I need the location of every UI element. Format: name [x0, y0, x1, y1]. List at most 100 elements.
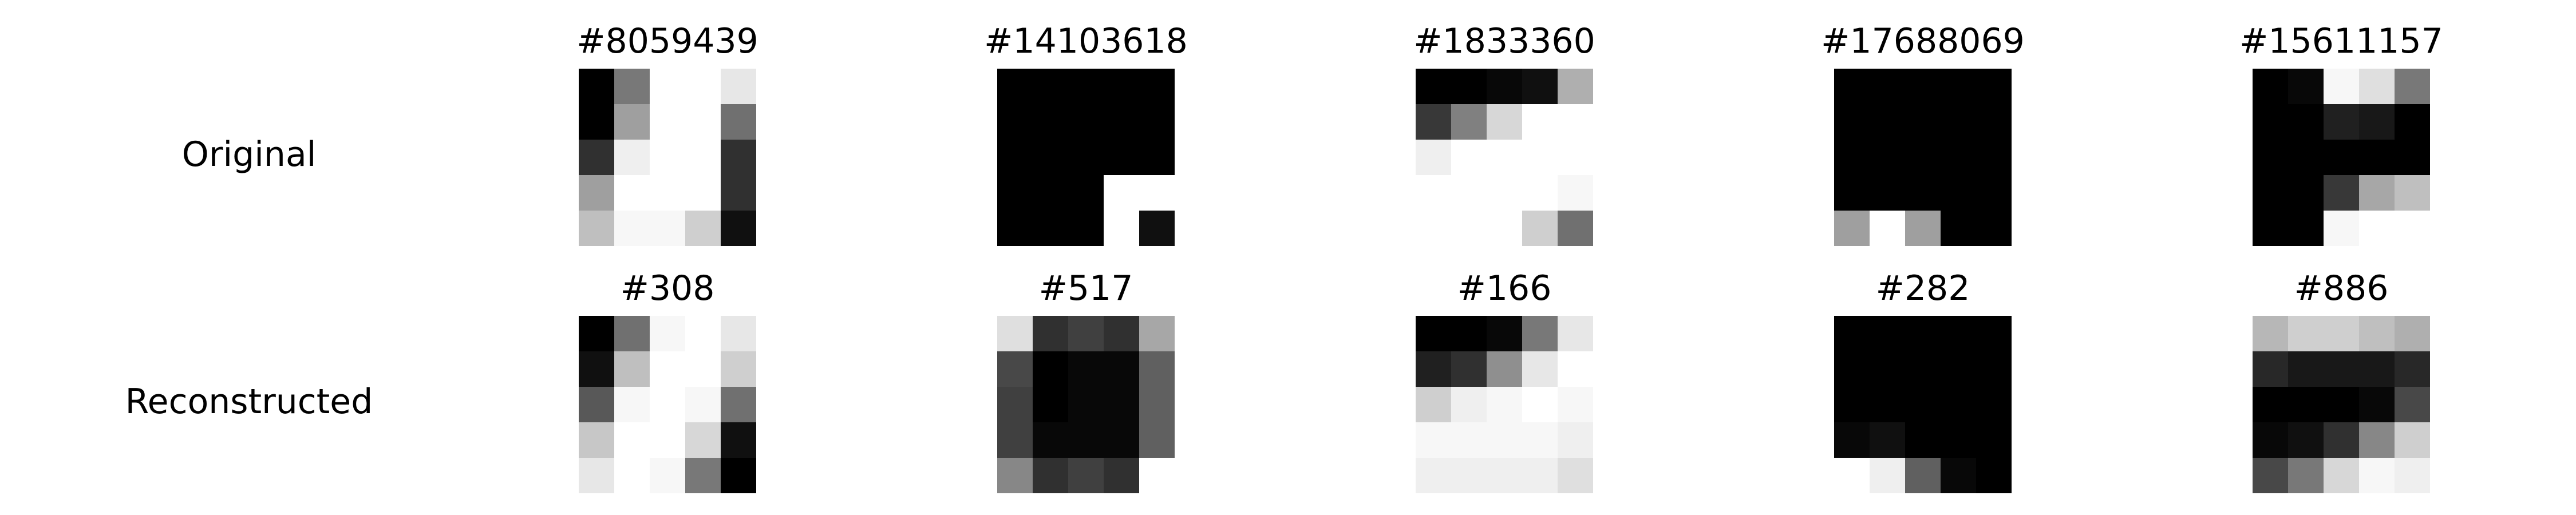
pixel-cell — [1834, 140, 1870, 176]
pixel-cell — [1104, 351, 1140, 387]
pixel-cell — [650, 458, 686, 493]
pixel-cell — [1870, 458, 1906, 493]
pixel-cell — [685, 351, 721, 387]
pixel-cell — [2324, 104, 2360, 140]
pixel-cell — [1976, 351, 2012, 387]
pixel-cell — [2288, 211, 2324, 246]
pixel-cell — [579, 175, 615, 211]
pixel-cell — [1104, 175, 1140, 211]
pixel-cell — [1416, 316, 1452, 352]
pixel-cell — [1834, 387, 1870, 423]
pixel-cell — [1905, 175, 1941, 211]
pixel-cell — [2359, 458, 2395, 493]
pixel-cell — [1522, 351, 1558, 387]
pixel-cell — [1487, 140, 1523, 176]
pixel-cell — [1941, 140, 1977, 176]
pixel-grid — [579, 69, 756, 246]
pixel-cell — [1870, 211, 1906, 246]
pixel-cell — [614, 104, 650, 140]
pixel-cell — [1905, 458, 1941, 493]
pixel-cell — [1976, 104, 2012, 140]
digit-panel-original-14103618 — [997, 69, 1175, 246]
pixel-cell — [2359, 104, 2395, 140]
pixel-cell — [1905, 387, 1941, 423]
pixel-cell — [721, 211, 756, 246]
panel-title: #8059439 — [576, 21, 758, 61]
pixel-cell — [579, 458, 615, 493]
pixel-cell — [614, 387, 650, 423]
pixel-cell — [1905, 351, 1941, 387]
pixel-cell — [1416, 351, 1452, 387]
pixel-cell — [685, 175, 721, 211]
pixel-cell — [1033, 458, 1069, 493]
pixel-cell — [1451, 351, 1487, 387]
pixel-cell — [2324, 175, 2360, 211]
pixel-cell — [721, 104, 756, 140]
pixel-cell — [1870, 351, 1906, 387]
pixel-cell — [650, 211, 686, 246]
pixel-cell — [1558, 458, 1593, 493]
pixel-cell — [579, 422, 615, 458]
pixel-cell — [1522, 316, 1558, 352]
pixel-cell — [1068, 458, 1104, 493]
pixel-cell — [1068, 316, 1104, 352]
pixel-cell — [1487, 422, 1523, 458]
pixel-cell — [2395, 351, 2430, 387]
pixel-cell — [614, 458, 650, 493]
pixel-cell — [2359, 387, 2395, 423]
digit-panel-original-8059439 — [579, 69, 756, 246]
pixel-cell — [2324, 387, 2360, 423]
pixel-cell — [1487, 316, 1523, 352]
pixel-cell — [614, 211, 650, 246]
pixel-cell — [1522, 458, 1558, 493]
pixel-cell — [1834, 69, 1870, 105]
pixel-cell — [1139, 351, 1175, 387]
pixel-cell — [1976, 458, 2012, 493]
pixel-cell — [2359, 175, 2395, 211]
pixel-cell — [1139, 387, 1175, 423]
pixel-cell — [685, 458, 721, 493]
pixel-cell — [1870, 316, 1906, 352]
pixel-cell — [1834, 458, 1870, 493]
pixel-cell — [1068, 69, 1104, 105]
pixel-cell — [1976, 387, 2012, 423]
pixel-cell — [1139, 69, 1175, 105]
pixel-cell — [1522, 422, 1558, 458]
pixel-cell — [1487, 351, 1523, 387]
pixel-cell — [1905, 104, 1941, 140]
pixel-cell — [1558, 104, 1593, 140]
pixel-cell — [1104, 104, 1140, 140]
pixel-cell — [997, 104, 1033, 140]
pixel-cell — [1068, 211, 1104, 246]
pixel-cell — [1905, 316, 1941, 352]
pixel-cell — [1834, 175, 1870, 211]
pixel-cell — [721, 140, 756, 176]
pixel-cell — [2359, 69, 2395, 105]
pixel-cell — [1451, 316, 1487, 352]
pixel-cell — [2288, 422, 2324, 458]
pixel-cell — [997, 140, 1033, 176]
pixel-cell — [997, 351, 1033, 387]
pixel-cell — [1139, 316, 1175, 352]
pixel-cell — [1976, 175, 2012, 211]
panel-title: #15611157 — [2239, 21, 2443, 61]
pixel-cell — [1416, 422, 1452, 458]
pixel-cell — [2253, 351, 2289, 387]
pixel-cell — [1416, 211, 1452, 246]
pixel-cell — [1033, 175, 1069, 211]
pixel-cell — [2324, 316, 2360, 352]
pixel-cell — [2288, 351, 2324, 387]
pixel-cell — [1451, 422, 1487, 458]
pixel-cell — [614, 316, 650, 352]
row-label-reconstructed: Reconstructed — [125, 382, 373, 422]
pixel-cell — [1834, 316, 1870, 352]
pixel-cell — [579, 387, 615, 423]
panel-title: #517 — [1038, 268, 1133, 308]
pixel-cell — [1558, 387, 1593, 423]
pixel-cell — [614, 422, 650, 458]
pixel-cell — [1941, 458, 1977, 493]
pixel-cell — [721, 69, 756, 105]
pixel-cell — [1522, 104, 1558, 140]
pixel-cell — [1033, 316, 1069, 352]
pixel-cell — [1558, 211, 1593, 246]
